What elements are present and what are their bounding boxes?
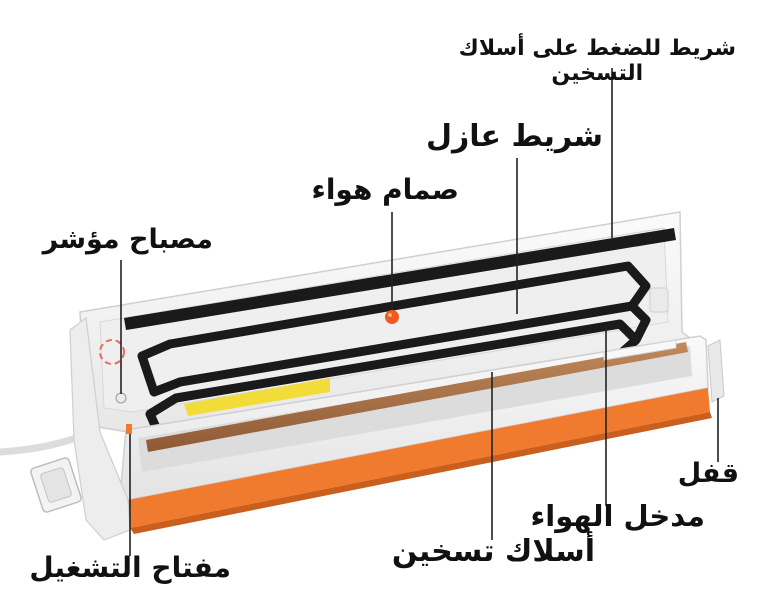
- lid-orange-tab: [126, 424, 132, 434]
- lid-hinge-right: [649, 287, 669, 313]
- label-pressure-strip-line1: شريط للضغط على أسلاك: [458, 36, 736, 61]
- label-pressure-strip: شريط للضغط على أسلاك التسخين: [459, 36, 736, 87]
- label-indicator-lamp: مصباح مؤشر: [42, 224, 213, 255]
- power-cord: [0, 434, 80, 456]
- label-heating-wires: أسلاك تسخين: [391, 534, 595, 569]
- lock-latch: [707, 339, 725, 403]
- label-air-valve: صمام هواء: [311, 173, 460, 206]
- yellow-strip: [184, 378, 330, 416]
- air-valve-highlight: [388, 313, 392, 317]
- label-insulating-strip: شريط عازل: [425, 119, 603, 154]
- indicator-lamp-ring: [99, 339, 125, 365]
- leader-lines: [120, 68, 719, 556]
- orange-base-band: [128, 388, 710, 528]
- lid-inner-panel: [99, 227, 669, 413]
- power-switch-rocker: [40, 467, 72, 503]
- base-trough: [138, 346, 692, 472]
- air-valve-dot: [385, 310, 399, 324]
- label-power-switch: مفتاح التشغيل: [29, 551, 231, 584]
- heating-wire-bar: [146, 342, 688, 452]
- gasket-connector: [628, 302, 651, 343]
- pressure-strip: [124, 228, 676, 330]
- label-pressure-strip-line2: التسخين: [551, 61, 644, 87]
- air-inlet-slot: [603, 339, 677, 361]
- indicator-lamp: [115, 392, 127, 404]
- label-lock: قفل: [677, 458, 739, 489]
- orange-base-shadow: [130, 412, 712, 534]
- label-air-inlet: مدخل الهواء: [530, 499, 705, 533]
